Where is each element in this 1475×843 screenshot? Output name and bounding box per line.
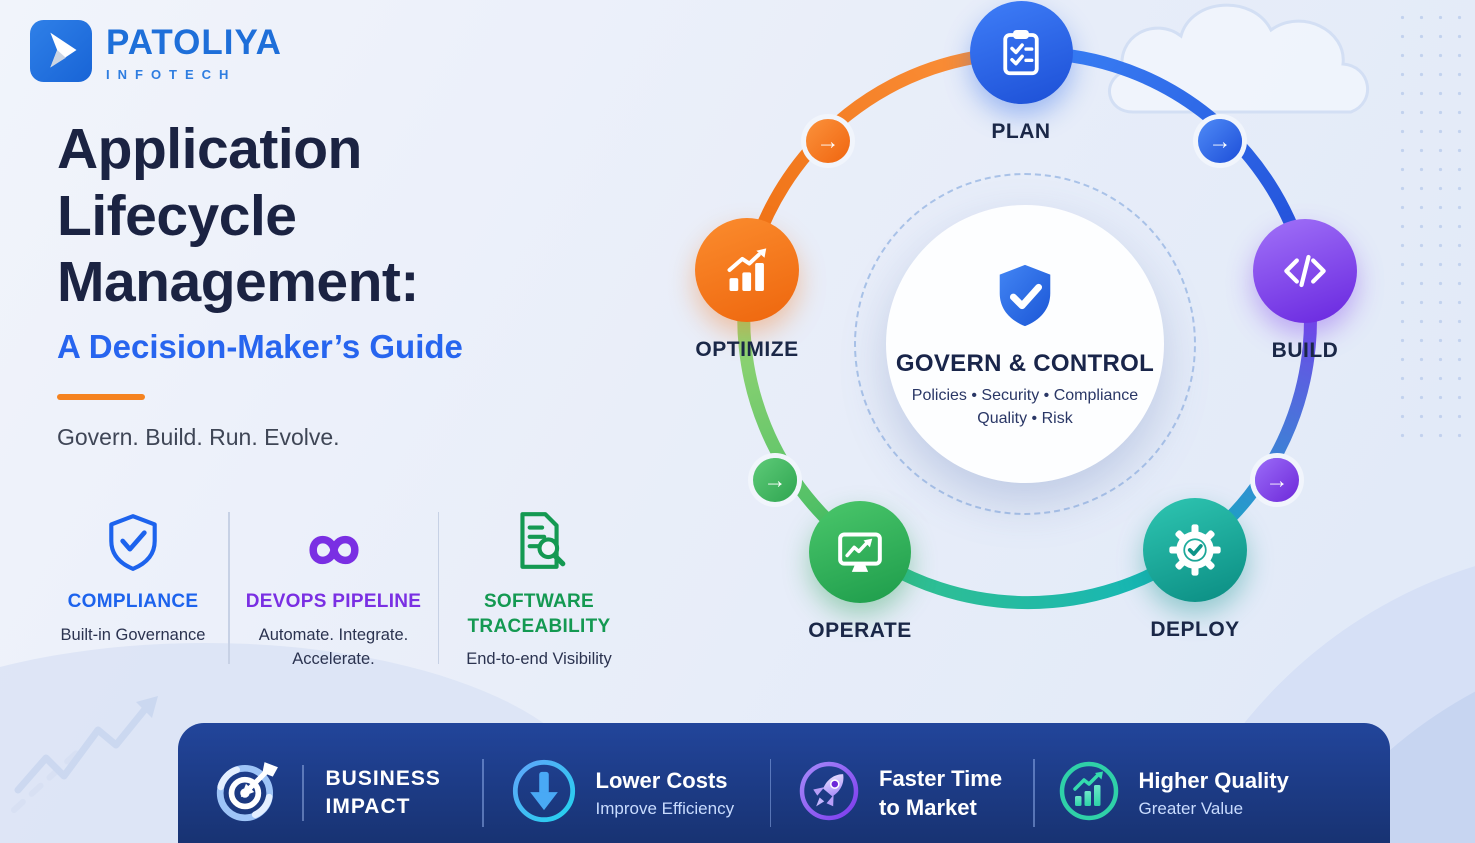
stage-build: BUILD: [1217, 219, 1393, 363]
stage-label: OPTIMIZE: [695, 338, 799, 361]
stage-label: PLAN: [991, 120, 1051, 143]
vertical-divider: [437, 512, 439, 664]
shield-check-icon: [52, 506, 214, 574]
gear-check-icon: [1143, 498, 1247, 602]
arrow-glyph: →: [816, 127, 840, 154]
impact-heading: BUSINESS IMPACT: [326, 765, 441, 822]
stage-label: BUILD: [1271, 339, 1339, 362]
bar-chart-growth-icon: [695, 218, 799, 322]
feature-compliance: COMPLIANCE Built-in Governance: [38, 506, 228, 647]
arrow-glyph: →: [763, 466, 787, 493]
vertical-divider: [302, 765, 304, 821]
business-impact-bar: BUSINESS IMPACT Lower Costs Improve Effi…: [178, 723, 1390, 843]
rocket-icon: [797, 759, 861, 828]
brand-logo: PATOLIYA INFOTECH: [30, 20, 282, 87]
hub-line-1: Policies • Security • Compliance: [911, 386, 1139, 404]
title-line: Management:: [57, 250, 419, 315]
impact-item-higher-quality: Higher Quality Greater Value: [1035, 759, 1325, 828]
impact-heading-line: IMPACT: [325, 795, 411, 818]
govern-control-hub: GOVERN & CONTROL Policies • Security • C…: [886, 205, 1164, 483]
accent-rule: [57, 394, 145, 401]
shield-check-icon: [988, 261, 1062, 336]
arrow-right-icon: →: [806, 119, 850, 163]
impact-item-title: Higher Quality: [1138, 767, 1289, 793]
arrow-right-icon: →: [1198, 119, 1242, 163]
brand-logo-text: PATOLIYA INFOTECH: [106, 25, 282, 82]
stage-plan: PLAN: [933, 1, 1109, 144]
tagline: Govern. Build. Run. Evolve.: [57, 424, 340, 451]
hub-title: GOVERN & CONTROL: [895, 349, 1155, 377]
hub-dashed-ring: [854, 173, 1196, 515]
impact-item-desc: Improve Efficiency: [595, 798, 735, 818]
brand-name: PATOLIYA: [106, 23, 282, 62]
headline-block: Application Lifecycle Management: A Deci…: [57, 116, 547, 451]
impact-item-text: Faster Time to Market: [879, 766, 1002, 821]
page-subtitle: A Decision-Maker’s Guide: [57, 328, 463, 366]
stage-label: OPERATE: [808, 619, 912, 642]
page-title: Application Lifecycle Management:: [57, 116, 547, 316]
stage-operate: OPERATE: [772, 501, 948, 643]
feature-row: COMPLIANCE Built-in Governance DEVOPS PI…: [38, 506, 639, 672]
impact-heading-section: BUSINESS IMPACT: [214, 758, 482, 829]
stage-optimize: OPTIMIZE: [659, 218, 835, 362]
arrow-glyph: →: [1208, 127, 1232, 154]
arrow-right-icon: →: [1255, 458, 1299, 502]
impact-item-title: Faster Time: [879, 765, 1003, 791]
target-dart-icon: [214, 758, 280, 829]
feature-desc: Built-in Governance: [60, 625, 206, 644]
hub-line-2: Quality • Risk: [977, 409, 1073, 427]
growth-chart-icon: [1057, 759, 1121, 828]
impact-item-title: to Market: [879, 794, 977, 820]
vertical-divider: [228, 512, 230, 664]
title-line: Application: [57, 117, 362, 181]
document-search-icon: [453, 506, 625, 574]
code-icon: [1253, 219, 1357, 323]
impact-item-title: Lower Costs: [595, 767, 728, 793]
title-line: Lifecycle: [57, 183, 297, 248]
infinity-icon: [244, 506, 424, 574]
impact-item-faster-time: Faster Time to Market: [771, 759, 1033, 828]
clipboard-checklist-icon: [969, 1, 1073, 104]
vertical-divider: [769, 759, 771, 827]
vertical-divider: [482, 759, 484, 827]
feature-devops-pipeline: DEVOPS PIPELINE Automate. Integrate. Acc…: [230, 506, 438, 672]
dot-pattern-decoration: [1393, 8, 1475, 438]
stage-label: DEPLOY: [1150, 618, 1240, 641]
vertical-divider: [1033, 759, 1035, 827]
feature-software-traceability: SOFTWARE TRACEABILITY End-to-end Visibil…: [439, 506, 639, 672]
brand-subname: INFOTECH: [106, 67, 237, 82]
impact-item-lower-costs: Lower Costs Improve Efficiency: [484, 757, 770, 830]
cloud-icon: [1095, 0, 1405, 130]
arrow-down-circle-icon: [510, 757, 578, 830]
growth-arrow-decoration: [6, 682, 216, 843]
feature-desc: End-to-end Visibility: [466, 650, 612, 669]
brand-logo-icon: [30, 20, 92, 87]
monitor-chart-icon: [809, 501, 911, 603]
impact-item-text: Higher Quality Greater Value: [1139, 768, 1289, 819]
stage-deploy: DEPLOY: [1107, 498, 1283, 642]
arrow-glyph: →: [1265, 466, 1289, 493]
impact-item-text: Lower Costs Improve Efficiency: [596, 768, 735, 819]
impact-item-desc: Greater Value: [1138, 798, 1244, 818]
impact-heading-line: BUSINESS: [325, 766, 441, 790]
feature-title: DEVOPS PIPELINE: [245, 591, 422, 612]
arrow-right-icon: →: [753, 458, 797, 502]
feature-title: SOFTWARE TRACEABILITY: [467, 591, 611, 637]
feature-desc: Automate. Integrate. Accelerate.: [258, 625, 409, 669]
feature-title: COMPLIANCE: [67, 591, 199, 612]
